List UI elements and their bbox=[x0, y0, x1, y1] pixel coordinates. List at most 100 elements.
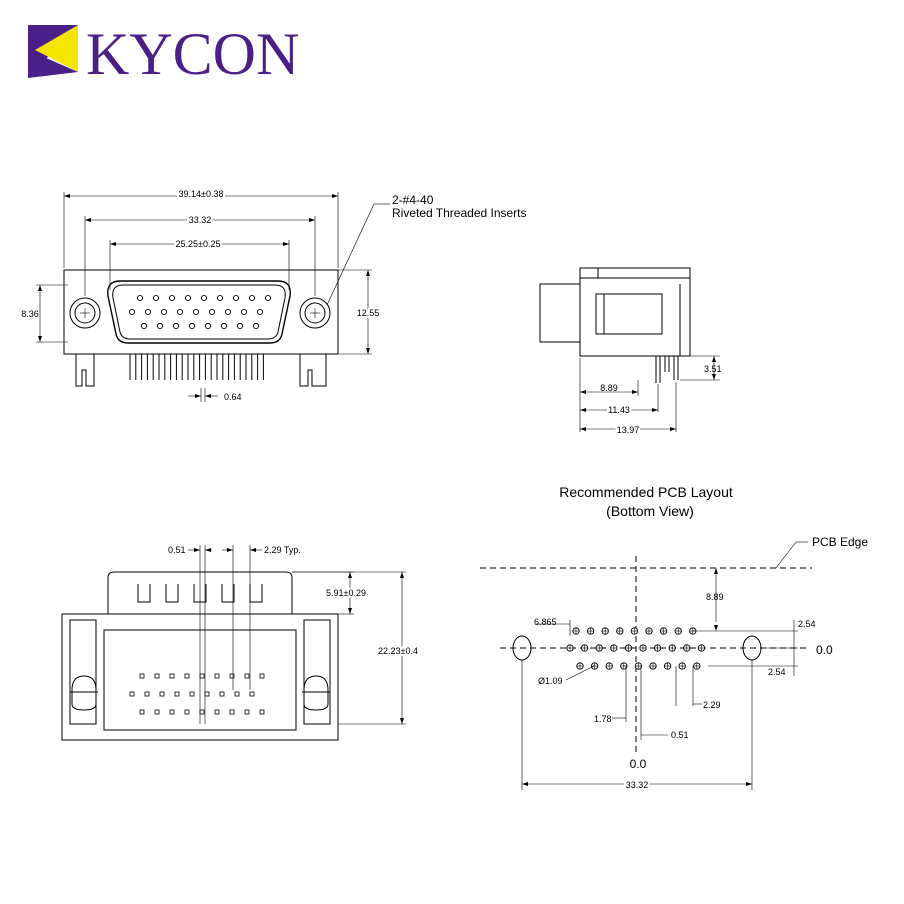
dim-bottom-pitch: 2.29 Typ. bbox=[264, 545, 301, 555]
logo-purple-lower bbox=[28, 50, 78, 78]
bottom-pin bbox=[214, 709, 220, 715]
dim-height-left: 8.36 bbox=[21, 309, 39, 319]
dim-row-spacing-top: 2.54 bbox=[798, 619, 816, 629]
bottom-pin bbox=[129, 691, 135, 697]
front-pin bbox=[236, 322, 244, 330]
dim-first-pin-offset: 6.865 bbox=[534, 617, 557, 627]
bottom-pin bbox=[259, 673, 265, 679]
bottom-pin bbox=[204, 691, 210, 697]
logo-yellow-triangle bbox=[35, 25, 78, 72]
bottom-pin bbox=[229, 673, 235, 679]
front-pin bbox=[188, 322, 196, 330]
pcb-title: Recommended PCB Layout bbox=[559, 484, 733, 500]
dim-pin-width: 0.64 bbox=[224, 392, 242, 402]
pcb-edge-label: PCB Edge bbox=[812, 535, 868, 549]
flange-outline bbox=[63, 269, 339, 355]
front-pin bbox=[200, 294, 208, 302]
dim-side-a: 3.51 bbox=[704, 364, 722, 374]
front-pin bbox=[216, 294, 224, 302]
dim-side-b: 8.89 bbox=[600, 383, 618, 393]
dim-side-c: 11.43 bbox=[608, 405, 630, 415]
bottom-pin bbox=[189, 691, 195, 697]
bottom-pin bbox=[229, 709, 235, 715]
front-pin bbox=[128, 308, 136, 316]
front-view: 39.14±0.38 33.32 25.25±0.25 8.36 12.55 0… bbox=[21, 187, 527, 402]
dim-bottom-shell-height: 5.91±0.29 bbox=[326, 588, 366, 598]
front-pin-tails bbox=[129, 354, 264, 380]
bottom-view: 0.51 2.29 Typ. 5.91±0.29 22.23±0.4 bbox=[61, 545, 420, 741]
front-pin bbox=[160, 308, 168, 316]
dim-pcb-178: 1.78 bbox=[594, 714, 612, 724]
dim-pcb-051: 0.51 bbox=[671, 730, 689, 740]
dim-pcb-229: 2.29 bbox=[703, 700, 721, 710]
bottom-pin bbox=[154, 709, 160, 715]
bottom-tab bbox=[249, 584, 263, 603]
bottom-pin bbox=[249, 691, 255, 697]
front-pin bbox=[220, 322, 228, 330]
boardlock-left bbox=[75, 354, 95, 387]
front-pin bbox=[144, 308, 152, 316]
bottom-pin bbox=[184, 673, 190, 679]
mount-hole-left bbox=[69, 297, 101, 329]
brand-name: KYCON bbox=[86, 21, 299, 87]
dim-pcb-mount-spacing: 33.32 bbox=[626, 780, 649, 790]
front-pin bbox=[232, 294, 240, 302]
bottom-pin bbox=[144, 691, 150, 697]
front-pin bbox=[204, 322, 212, 330]
bottom-pin bbox=[219, 691, 225, 697]
pcb-subtitle: (Bottom View) bbox=[606, 503, 694, 519]
front-pin bbox=[248, 294, 256, 302]
bottom-pin bbox=[214, 673, 220, 679]
bottom-pin bbox=[199, 709, 205, 715]
bottom-tab bbox=[137, 584, 151, 603]
side-view: 3.51 8.89 11.43 13.97 bbox=[539, 267, 722, 437]
front-pin bbox=[224, 308, 232, 316]
bottom-pin-array bbox=[129, 673, 265, 715]
bottom-pin bbox=[234, 691, 240, 697]
bottom-pin bbox=[184, 709, 190, 715]
front-pin bbox=[184, 294, 192, 302]
pcb-hole-array bbox=[566, 627, 706, 670]
bottom-ear-right bbox=[303, 619, 331, 725]
bottom-pin bbox=[139, 709, 145, 715]
dim-mount-spacing: 33.32 bbox=[189, 215, 212, 225]
dim-shell-width: 25.25±0.25 bbox=[176, 239, 221, 249]
front-pin bbox=[240, 308, 248, 316]
front-pin bbox=[172, 322, 180, 330]
side-shell bbox=[539, 283, 581, 343]
bottom-tab bbox=[221, 584, 235, 603]
front-pin bbox=[264, 294, 272, 302]
pcb-hole-dia: Ø1.09 bbox=[538, 676, 563, 686]
front-pin bbox=[192, 308, 200, 316]
front-pin-array bbox=[128, 294, 272, 330]
front-pin bbox=[252, 322, 260, 330]
bottom-ear-left bbox=[69, 619, 97, 725]
front-pin bbox=[256, 308, 264, 316]
dim-bottom-overall-height: 22.23±0.4 bbox=[378, 646, 418, 656]
pcb-origin-x: 0.0 bbox=[630, 757, 647, 771]
side-insert bbox=[595, 293, 663, 335]
dim-overall-width: 39.14±0.38 bbox=[179, 189, 224, 199]
bottom-pin bbox=[159, 691, 165, 697]
mount-hole-right-inner bbox=[304, 302, 326, 324]
bottom-pin bbox=[199, 673, 205, 679]
bottom-pin bbox=[139, 673, 145, 679]
mount-hole-right bbox=[299, 297, 331, 329]
mount-hole-left-inner bbox=[74, 302, 96, 324]
d-shell-inner bbox=[112, 284, 286, 340]
boardlock-right bbox=[299, 354, 327, 387]
callout-insert-spec: 2-#4-40 bbox=[392, 193, 434, 207]
pcb-layout: Recommended PCB Layout (Bottom View) PCB… bbox=[480, 484, 868, 792]
front-pin bbox=[176, 308, 184, 316]
bottom-tab bbox=[165, 584, 179, 603]
bottom-pin bbox=[154, 673, 160, 679]
d-shell-outer bbox=[107, 280, 291, 344]
front-pin bbox=[168, 294, 176, 302]
side-body bbox=[579, 267, 691, 357]
front-pin bbox=[152, 294, 160, 302]
front-pin bbox=[136, 294, 144, 302]
dim-edge-offset: 8.89 bbox=[706, 592, 724, 602]
dim-side-d: 13.97 bbox=[617, 425, 640, 435]
